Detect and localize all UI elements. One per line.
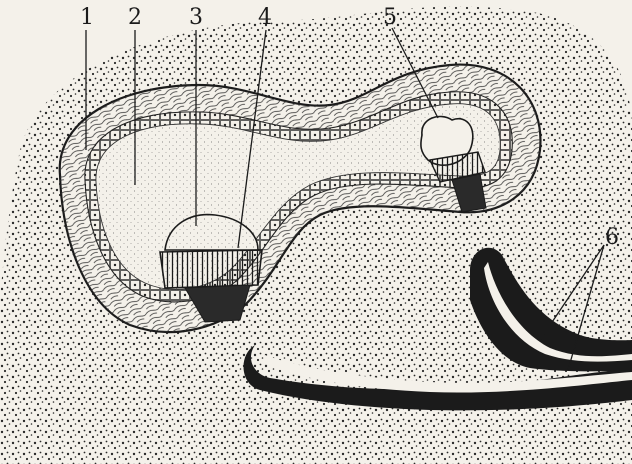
label-6: 6 — [605, 225, 619, 250]
label-5: 5 — [383, 5, 397, 30]
label-4: 4 — [258, 5, 272, 30]
sensory-epithelium — [160, 250, 262, 288]
label-1: 1 — [80, 5, 94, 30]
label-2: 2 — [128, 5, 142, 30]
label-3: 3 — [189, 5, 203, 30]
